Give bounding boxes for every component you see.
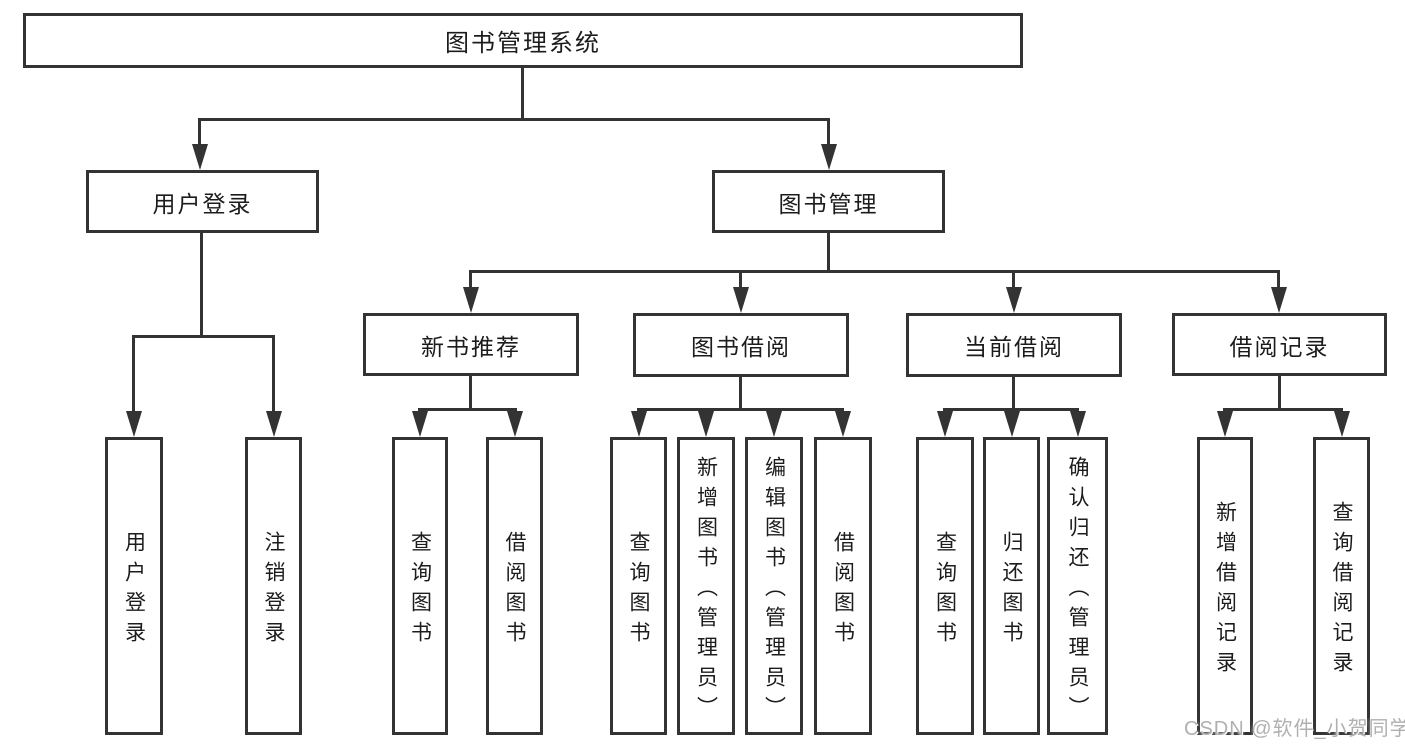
connector-line bbox=[132, 335, 135, 415]
arrowhead-icon bbox=[463, 287, 479, 313]
node-user-login-label: 用户登录 bbox=[152, 190, 253, 217]
node-book-management-label: 图书管理 bbox=[778, 190, 879, 217]
arrowhead-icon bbox=[631, 411, 647, 437]
arrowhead-icon bbox=[192, 144, 208, 170]
connector-line bbox=[200, 233, 203, 338]
node-book-borrowing-label: 图书借阅 bbox=[691, 334, 791, 360]
node-new-book-recommend-label: 新书推荐 bbox=[421, 333, 521, 360]
connector-line bbox=[469, 376, 472, 410]
leaf-add-borrow-record: 新增借阅记录 bbox=[1197, 437, 1253, 735]
connector-line bbox=[1278, 376, 1281, 410]
connector-line bbox=[739, 377, 742, 410]
leaf-add-books-admin: 新增图书（管理员） bbox=[677, 437, 735, 735]
connector-line bbox=[272, 335, 275, 415]
node-root-label: 图书管理系统 bbox=[445, 30, 601, 57]
leaf-query-books-3: 查询图书 bbox=[916, 437, 974, 735]
arrowhead-icon bbox=[835, 411, 851, 437]
node-root: 图书管理系统 bbox=[23, 13, 1023, 68]
leaf-query-books-1: 查询图书 bbox=[392, 437, 448, 735]
connector-line bbox=[469, 270, 472, 290]
arrowhead-icon bbox=[1070, 411, 1086, 437]
connector-line bbox=[1277, 270, 1280, 290]
node-current-borrowing-label: 当前借阅 bbox=[964, 334, 1064, 360]
leaf-query-borrow-record: 查询借阅记录 bbox=[1313, 437, 1370, 735]
node-book-borrowing: 图书借阅 bbox=[633, 313, 849, 377]
arrowhead-icon bbox=[1006, 287, 1022, 313]
arrowhead-icon bbox=[733, 287, 749, 313]
csdn-watermark: CSDN @软件_小贺同学 bbox=[1184, 718, 1405, 740]
arrowhead-icon bbox=[126, 411, 142, 437]
arrowhead-icon bbox=[266, 411, 282, 437]
connector-line bbox=[132, 335, 275, 338]
leaf-confirm-return-admin: 确认归还（管理员） bbox=[1047, 437, 1108, 735]
node-book-management: 图书管理 bbox=[712, 170, 945, 233]
connector-line bbox=[469, 270, 1280, 273]
arrowhead-icon bbox=[937, 411, 953, 437]
connector-line bbox=[827, 233, 830, 273]
arrowhead-icon bbox=[821, 144, 837, 170]
node-borrowing-records: 借阅记录 bbox=[1172, 313, 1387, 376]
connector-line bbox=[198, 118, 830, 121]
node-current-borrowing: 当前借阅 bbox=[906, 313, 1122, 377]
node-borrowing-records-label: 借阅记录 bbox=[1229, 333, 1330, 360]
arrowhead-icon bbox=[412, 411, 428, 437]
arrowhead-icon bbox=[1271, 287, 1287, 313]
connector-line bbox=[521, 68, 524, 121]
arrowhead-icon bbox=[1217, 411, 1233, 437]
connector-line bbox=[418, 408, 517, 411]
node-new-book-recommend: 新书推荐 bbox=[363, 313, 579, 376]
connector-line bbox=[1012, 270, 1015, 290]
node-user-login: 用户登录 bbox=[86, 170, 319, 233]
leaf-edit-books-admin: 编辑图书（管理员） bbox=[745, 437, 803, 735]
connector-line bbox=[739, 270, 742, 290]
leaf-borrow-books-2: 借阅图书 bbox=[814, 437, 872, 735]
arrowhead-icon bbox=[766, 411, 782, 437]
connector-line bbox=[1012, 377, 1015, 410]
connector-line bbox=[827, 118, 830, 148]
arrowhead-icon bbox=[1004, 411, 1020, 437]
leaf-borrow-books-1: 借阅图书 bbox=[486, 437, 543, 735]
connector-line bbox=[637, 408, 844, 411]
leaf-logout: 注销登录 bbox=[245, 437, 302, 735]
arrowhead-icon bbox=[507, 411, 523, 437]
leaf-return-books: 归还图书 bbox=[983, 437, 1040, 735]
connector-line bbox=[1223, 408, 1343, 411]
leaf-query-books-2: 查询图书 bbox=[610, 437, 667, 735]
arrowhead-icon bbox=[1334, 411, 1350, 437]
connector-line bbox=[198, 118, 201, 148]
leaf-user-login: 用户登录 bbox=[105, 437, 163, 735]
arrowhead-icon bbox=[698, 411, 714, 437]
